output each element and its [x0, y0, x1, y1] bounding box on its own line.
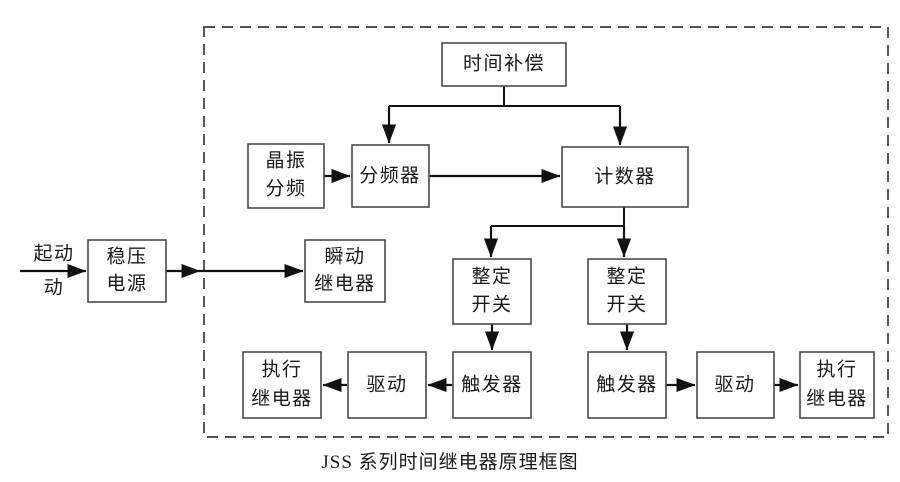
block-trigger-left[interactable]: 触发器 [452, 351, 532, 419]
dashed-enclosure [203, 26, 889, 438]
start-label-line2: 动 [44, 276, 65, 298]
setting-switch-left-label-line2: 开关 [471, 293, 512, 315]
setting-switch-right-label-line1: 整定 [606, 265, 647, 287]
driver-left-label: 驱动 [366, 373, 407, 395]
block-instantaneous-relay[interactable]: 瞬动 继电器 [304, 239, 386, 303]
frequency-divider-rect[interactable] [351, 144, 430, 208]
crystal-oscillator-divider-label-line2: 分频 [265, 177, 306, 199]
block-frequency-divider[interactable]: 分频器 [351, 144, 430, 208]
trigger-right-rect[interactable] [587, 351, 667, 419]
block-setting-switch-left[interactable]: 整定 开关 [452, 258, 532, 325]
start-label-line1: 起动 [33, 242, 74, 264]
block-counter[interactable]: 计数器 [561, 146, 689, 208]
actuating-relay-right-rect[interactable] [799, 351, 875, 419]
block-regulated-power-supply[interactable]: 稳压 电源 [87, 239, 167, 303]
time-compensation-label: 时间补偿 [463, 52, 545, 74]
instantaneous-relay-label-line1: 瞬动 [324, 245, 365, 267]
block-trigger-right[interactable]: 触发器 [587, 351, 667, 419]
crystal-oscillator-divider-label-line1: 晶振 [265, 149, 306, 171]
block-driver-right[interactable]: 驱动 [696, 351, 775, 419]
figure-caption: JSS 系列时间继电器原理框图 [321, 452, 579, 473]
block-time-compensation[interactable]: 时间补偿 [441, 42, 567, 87]
trigger-left-rect[interactable] [452, 351, 532, 419]
setting-switch-left-rect[interactable] [452, 258, 532, 325]
setting-switch-right-label-line2: 开关 [606, 293, 647, 315]
actuating-relay-right-label-line1: 执行 [816, 358, 857, 380]
actuating-relay-left-rect[interactable] [242, 351, 322, 419]
actuating-relay-left-label-line1: 执行 [261, 358, 302, 380]
crystal-oscillator-divider-rect[interactable] [247, 143, 325, 209]
setting-switch-right-rect[interactable] [587, 258, 667, 325]
trigger-left-label: 触发器 [461, 373, 523, 395]
setting-switch-left-label-line1: 整定 [471, 265, 512, 287]
block-driver-left[interactable]: 驱动 [347, 351, 427, 419]
time-compensation-rect[interactable] [441, 42, 567, 87]
block-actuating-relay-right[interactable]: 执行 继电器 [799, 351, 875, 419]
driver-left-rect[interactable] [347, 351, 427, 419]
driver-right-rect[interactable] [696, 351, 775, 419]
counter-rect[interactable] [561, 146, 689, 208]
frequency-divider-label: 分频器 [359, 164, 421, 186]
regulated-power-supply-label-line2: 电源 [106, 272, 147, 294]
regulated-power-supply-rect[interactable] [87, 239, 167, 303]
regulated-power-supply-label-line1: 稳压 [106, 245, 147, 267]
trigger-right-label: 触发器 [596, 373, 658, 395]
actuating-relay-left-label-line2: 继电器 [251, 387, 313, 409]
instantaneous-relay-label-line2: 继电器 [314, 272, 376, 294]
block-setting-switch-right[interactable]: 整定 开关 [587, 258, 667, 325]
instantaneous-relay-rect[interactable] [304, 239, 386, 303]
block-actuating-relay-left[interactable]: 执行 继电器 [242, 351, 322, 419]
actuating-relay-right-label-line2: 继电器 [806, 387, 868, 409]
driver-right-label: 驱动 [714, 373, 755, 395]
counter-label: 计数器 [594, 165, 656, 187]
block-crystal-oscillator-divider[interactable]: 晶振 分频 [247, 143, 325, 209]
